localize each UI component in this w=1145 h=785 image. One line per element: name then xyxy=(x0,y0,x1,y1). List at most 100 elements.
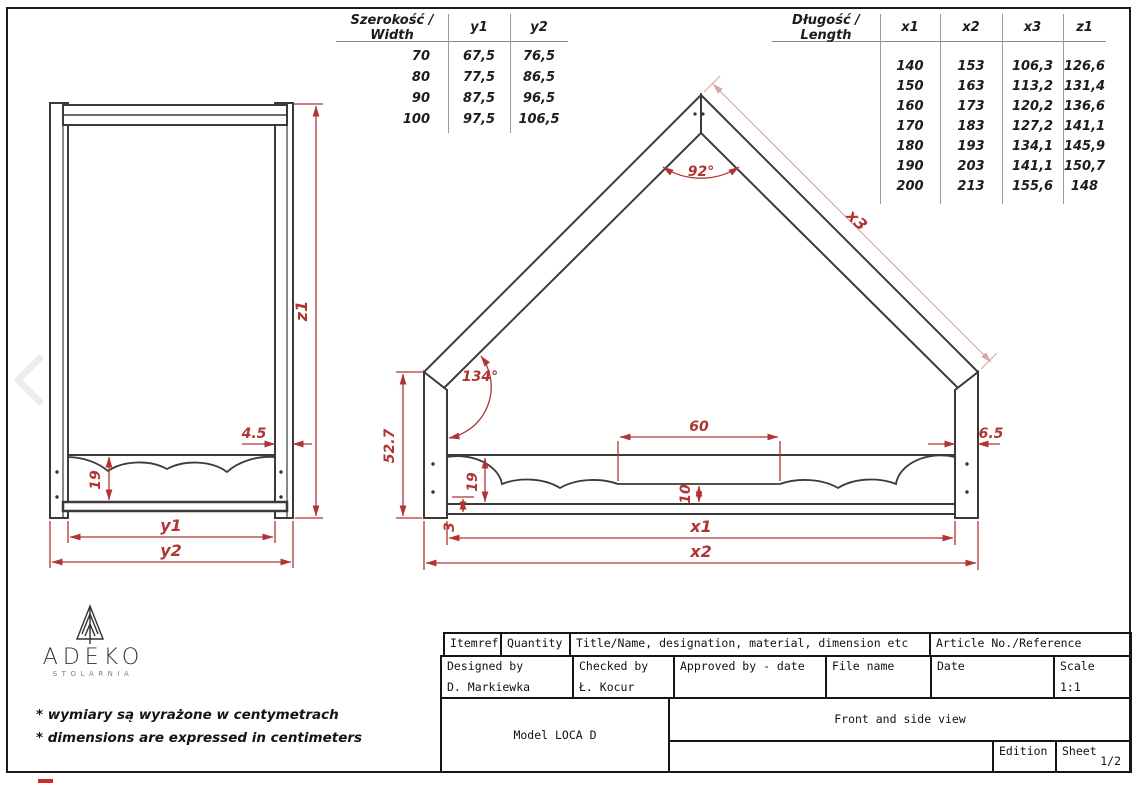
cell: 70 xyxy=(411,49,430,64)
screw-dots xyxy=(431,112,969,494)
quantity-label: Quantity xyxy=(500,632,571,657)
width-table: Szerokość / Width y1 y2 70 67,5 76,5 80 … xyxy=(336,12,568,133)
dim-front-post-width: 6.5 xyxy=(979,426,1004,442)
dim-eave-angle: 134° xyxy=(462,369,498,385)
brand-subtitle: STOLARNIA xyxy=(52,670,134,678)
dim-post-height: 52.7 xyxy=(382,428,398,463)
cell: 173 xyxy=(957,98,985,114)
cell: 96,5 xyxy=(522,91,556,106)
length-table-header: Długość / Length x1 x2 x3 z1 xyxy=(772,12,1106,43)
side-view-linework xyxy=(49,102,294,519)
cell: 127,2 xyxy=(1011,118,1054,134)
sheet-value: 1/2 xyxy=(1100,754,1121,768)
col-width: Szerokość / Width xyxy=(350,12,434,43)
scale-label: Scale xyxy=(1060,659,1095,673)
cell: 67,5 xyxy=(462,49,496,64)
col-length: Długość / Length xyxy=(792,12,860,43)
cell: 170 xyxy=(896,118,924,134)
table-row: 160 173 120,2 136,6 xyxy=(772,96,1106,116)
cell: 126,6 xyxy=(1063,58,1106,74)
file-name-label: File name xyxy=(825,655,932,699)
designed-by-value: D. Markiewka xyxy=(447,680,531,694)
col-x1: x1 xyxy=(901,20,919,35)
cell: 155,6 xyxy=(1011,178,1054,194)
cell: 120,2 xyxy=(1011,98,1054,114)
cell: 97,5 xyxy=(462,112,496,127)
dim-x1: x1 xyxy=(689,517,711,536)
cell: 87,5 xyxy=(462,91,496,106)
view-title: Front and side view xyxy=(668,697,1132,742)
cell: 131,4 xyxy=(1063,78,1106,94)
table-row: 90 87,5 96,5 xyxy=(336,88,568,109)
dim-front-scallop: 19 xyxy=(465,472,481,492)
dim-x3: x3 xyxy=(842,205,871,234)
cell: 180 xyxy=(896,138,924,154)
cell: 213 xyxy=(957,178,985,194)
cell: 134,1 xyxy=(1011,138,1054,154)
brand-name: ADEKO xyxy=(42,645,145,670)
cell: 140 xyxy=(896,58,924,74)
cell: 106,5 xyxy=(518,112,560,127)
cell: 200 xyxy=(896,178,924,194)
sheet-label: Sheet xyxy=(1062,744,1097,758)
col-y1: y1 xyxy=(470,20,488,35)
model-name: Model LOCA D xyxy=(440,697,670,773)
designed-by-cell: Designed by D. Markiewka xyxy=(440,655,574,699)
dim-x2: x2 xyxy=(689,542,711,561)
carousel-indicator[interactable] xyxy=(38,779,53,783)
carousel-previous-icon[interactable] xyxy=(14,354,44,406)
approved-by-label: Approved by - date xyxy=(673,655,827,699)
checked-by-cell: Checked by Ł. Kocur xyxy=(572,655,675,699)
dim-z1: z1 xyxy=(292,301,311,322)
screw-dots xyxy=(55,470,283,499)
cell: 77,5 xyxy=(462,70,496,85)
designed-by-label: Designed by xyxy=(447,659,524,673)
table-row: 190 203 141,1 150,7 xyxy=(772,156,1106,176)
dim-apex-angle: 92° xyxy=(688,164,714,180)
dim-y2: y2 xyxy=(160,541,182,560)
cell: 113,2 xyxy=(1011,78,1054,94)
footnote-pl: * wymiary są wyrażone w centymetrach xyxy=(36,707,339,723)
cell: 160 xyxy=(896,98,924,114)
cell: 86,5 xyxy=(522,70,556,85)
cell: 150,7 xyxy=(1063,158,1106,174)
cell: 145,9 xyxy=(1063,138,1106,154)
pine-tree-icon xyxy=(75,604,105,644)
table-row: 140 153 106,3 126,6 xyxy=(772,56,1106,76)
table-row: 180 193 134,1 145,9 xyxy=(772,136,1106,156)
width-table-header: Szerokość / Width y1 y2 xyxy=(336,12,568,43)
scale-cell: Scale 1:1 xyxy=(1053,655,1132,699)
title-block: Itemref Quantity Title/Name, designation… xyxy=(440,632,1132,773)
cell: 193 xyxy=(957,138,985,154)
col-z1: z1 xyxy=(1076,20,1093,35)
scale-value: 1:1 xyxy=(1060,680,1081,694)
table-row: 70 67,5 76,5 xyxy=(336,46,568,67)
table-row: 200 213 155,6 148 xyxy=(772,176,1106,196)
title-name-label: Title/Name, designation, material, dimen… xyxy=(569,632,931,657)
length-table: Długość / Length x1 x2 x3 z1 140 153 106… xyxy=(772,12,1106,204)
itemref-label: Itemref xyxy=(443,632,502,657)
checked-by-label: Checked by xyxy=(579,659,649,673)
table-row: 150 163 113,2 131,4 xyxy=(772,76,1106,96)
cell: 203 xyxy=(957,158,985,174)
cell: 80 xyxy=(411,70,430,85)
table-row: 170 183 127,2 141,1 xyxy=(772,116,1106,136)
cell: 148 xyxy=(1070,178,1099,194)
cell: 190 xyxy=(896,158,924,174)
edition-label: Edition xyxy=(992,740,1057,773)
cell: 90 xyxy=(411,91,430,106)
cell: 141,1 xyxy=(1063,118,1106,134)
table-row: 100 97,5 106,5 xyxy=(336,109,568,130)
dim-y1: y1 xyxy=(160,516,182,535)
col-x3: x3 xyxy=(1023,20,1042,35)
table-row: 80 77,5 86,5 xyxy=(336,67,568,88)
dim-board-height: 10 xyxy=(678,484,694,504)
adeko-logo: ADEKO STOLARNIA xyxy=(36,602,146,679)
dimension-lines xyxy=(49,75,1000,570)
cell: 136,6 xyxy=(1063,98,1106,114)
dim-side-scallop: 19 xyxy=(88,470,104,490)
col-y2: y2 xyxy=(530,20,548,35)
dim-flat-width: 60 xyxy=(689,419,709,435)
sheet-cell: Sheet 1/2 xyxy=(1055,740,1132,773)
